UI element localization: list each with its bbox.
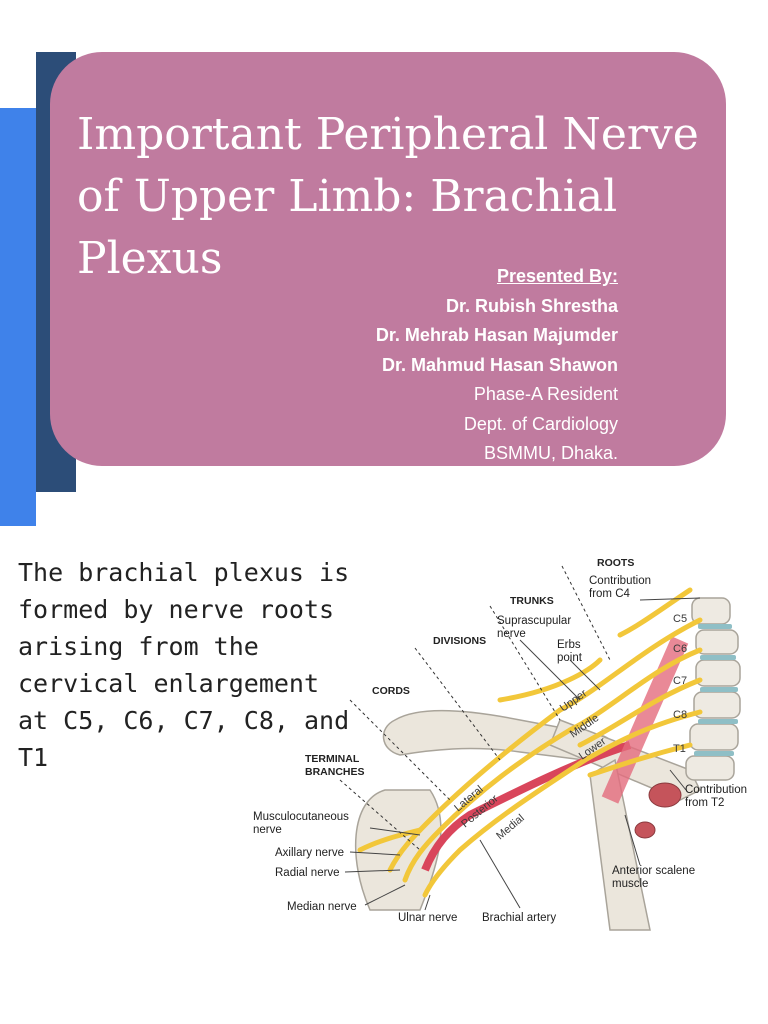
median-nerve-label: Median nerve (287, 901, 357, 913)
presenters-block: Presented By: Dr. Rubish Shrestha Dr. Me… (376, 262, 618, 469)
radial-nerve-label: Radial nerve (275, 867, 340, 879)
affiliation-line: BSMMU, Dhaka. (483, 443, 618, 463)
presenter-name: Dr. Mahmud Hasan Shawon (381, 354, 618, 375)
presenter-name: Dr. Rubish Shrestha (445, 295, 618, 316)
trunks-heading: TRUNKS (510, 595, 554, 607)
divisions-heading: DIVISIONS (433, 635, 486, 647)
root-label: C5 (673, 613, 687, 625)
bones (355, 709, 702, 931)
roots-heading: ROOTS (597, 557, 634, 569)
affiliation-line: Dept. of Cardiology (463, 413, 618, 434)
ulnar-nerve-label: Ulnar nerve (398, 912, 457, 924)
slide-title: Important Peripheral Nerve of Upper Limb… (77, 109, 699, 284)
cords-heading: CORDS (372, 685, 410, 697)
root-label: T1 (673, 743, 686, 755)
root-label: C8 (673, 709, 687, 721)
brachial-artery-label: Brachial artery (482, 912, 556, 924)
accent-bar-light (0, 108, 36, 526)
intervertebral-discs (694, 624, 738, 756)
root-label: C7 (673, 675, 687, 687)
subclavian-stump (634, 782, 682, 839)
nerve-bundle (357, 587, 703, 898)
leader-lines (339, 565, 611, 851)
presented-by-label: Presented By: (496, 266, 618, 286)
axillary-nerve-label: Axillary nerve (275, 847, 344, 859)
label-lines (344, 597, 701, 911)
root-label: C6 (673, 643, 687, 655)
title-panel (50, 52, 726, 466)
affiliation-line: Phase-A Resident (473, 384, 618, 404)
presenter-name: Dr. Mehrab Hasan Majumder (375, 325, 618, 345)
trunk-label: Upper (558, 687, 590, 714)
body-text: The brachial plexus is formed by nerve r… (18, 558, 350, 772)
cervical-vertebrae (685, 597, 741, 781)
